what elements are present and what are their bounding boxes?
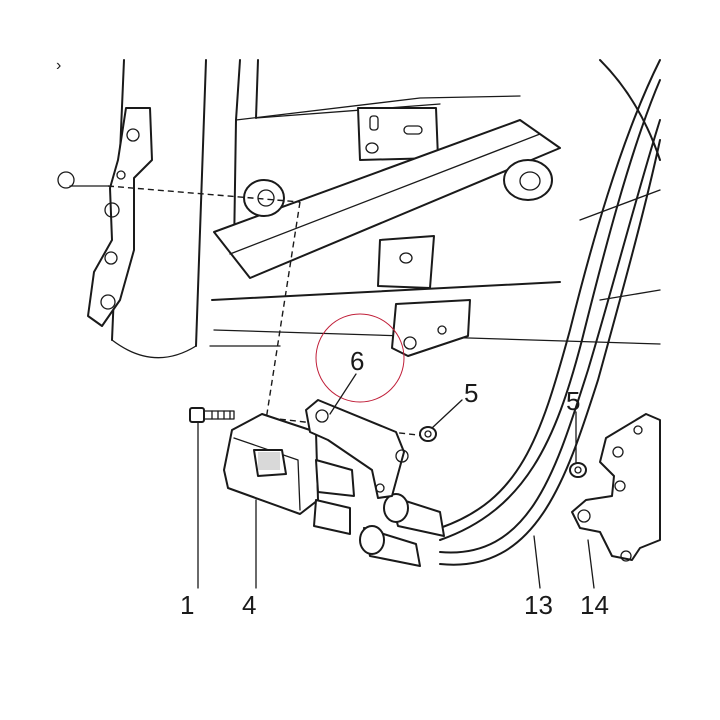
tube-highlight-line <box>229 133 541 255</box>
frame-boss <box>243 179 285 217</box>
callout-5-left: 5 <box>464 378 478 408</box>
bolt-1 <box>189 407 235 423</box>
coil-cylinder-1 <box>315 459 355 497</box>
mid-square-bracket <box>377 235 435 289</box>
right-frame-curve <box>599 59 661 161</box>
callout-1: 1 <box>180 590 194 620</box>
bracket-hole-4 <box>104 251 118 265</box>
angled-mounting-tab <box>391 299 471 357</box>
bracket-14 <box>571 413 661 562</box>
hose-line-1 <box>439 59 661 529</box>
bolt-head <box>189 407 205 423</box>
bracket-6-hole-1 <box>315 409 329 423</box>
bracket-hole-1 <box>126 128 140 142</box>
upper-frame-line-2 <box>255 103 441 119</box>
dash-line-top <box>107 185 301 203</box>
bracket-14-hole-3 <box>577 509 591 523</box>
nut-5-right <box>569 462 587 478</box>
bracket-6 <box>305 399 409 499</box>
leader-13 <box>533 535 541 589</box>
nut-right-hole <box>574 466 582 474</box>
coil-assembly <box>223 413 445 567</box>
left-bracket-plate <box>87 107 153 327</box>
coil-cylinder-2 <box>313 499 351 535</box>
bracket-hole-3 <box>104 202 120 218</box>
bracket-14-plate <box>571 413 661 561</box>
callout-6: 6 <box>350 346 364 376</box>
frame-center-post <box>233 59 241 251</box>
boot-end-2 <box>359 525 385 555</box>
nut-right <box>569 462 587 478</box>
hose-line-3 <box>439 119 661 554</box>
coil-terminal-shade <box>258 452 280 470</box>
dash-line-to-nut <box>269 417 427 437</box>
callout-14: 14 <box>580 590 609 620</box>
callout-4: 4 <box>242 590 256 620</box>
bracket-6-hole-2 <box>395 449 409 463</box>
boot-end-1 <box>383 493 409 523</box>
mid-bracket-hole <box>399 252 413 264</box>
callout-labels: 1 4 6 5 5 13 14 <box>180 346 609 620</box>
edge-fastener <box>57 171 75 189</box>
bracket-14-hole-4 <box>614 480 626 492</box>
hose-line-4 <box>439 139 661 566</box>
tab-hole-b <box>403 336 417 350</box>
nut-5-left <box>419 426 437 442</box>
bracket-14-hole-5 <box>620 550 632 562</box>
frame-tube-bottom <box>111 339 197 359</box>
callout-5-right: 5 <box>566 386 580 416</box>
frame-tube-right-edge <box>195 59 207 347</box>
frame-structure: › <box>56 57 661 359</box>
bolt-thread <box>211 410 231 420</box>
frame-center-post-2 <box>255 59 259 119</box>
lower-frame-rail <box>211 281 561 301</box>
cutoff-mark: › <box>56 57 61 74</box>
bracket-14-hole-2 <box>633 425 643 435</box>
leader-6 <box>329 373 357 415</box>
leader-5a <box>431 399 463 429</box>
bushing-inner <box>519 171 541 191</box>
leader-lines <box>197 373 595 589</box>
highlight-circle <box>315 313 405 403</box>
hose-line-2 <box>439 79 661 541</box>
coil-body-edge <box>233 437 301 511</box>
upper-frame-line <box>235 95 521 121</box>
bracket-hole-5 <box>100 294 116 310</box>
bracket-6-body <box>305 399 405 499</box>
tab-hole <box>365 142 379 154</box>
hose-lines <box>439 59 661 566</box>
callout-13: 13 <box>524 590 553 620</box>
nut-left <box>419 426 437 442</box>
right-frame-line-2 <box>599 289 661 301</box>
bracket-6-hole-3 <box>375 483 385 493</box>
dash-line-vertical <box>265 201 301 421</box>
rubber-bushing <box>503 159 553 201</box>
bracket-14-hole-1 <box>612 446 624 458</box>
nut-left-hole <box>424 430 432 438</box>
leader-14 <box>587 539 595 589</box>
tab-hole-a <box>437 325 447 335</box>
bracket-hole-2 <box>116 170 126 180</box>
tab-slot-2 <box>403 125 423 135</box>
tab-slot-1 <box>369 115 379 131</box>
